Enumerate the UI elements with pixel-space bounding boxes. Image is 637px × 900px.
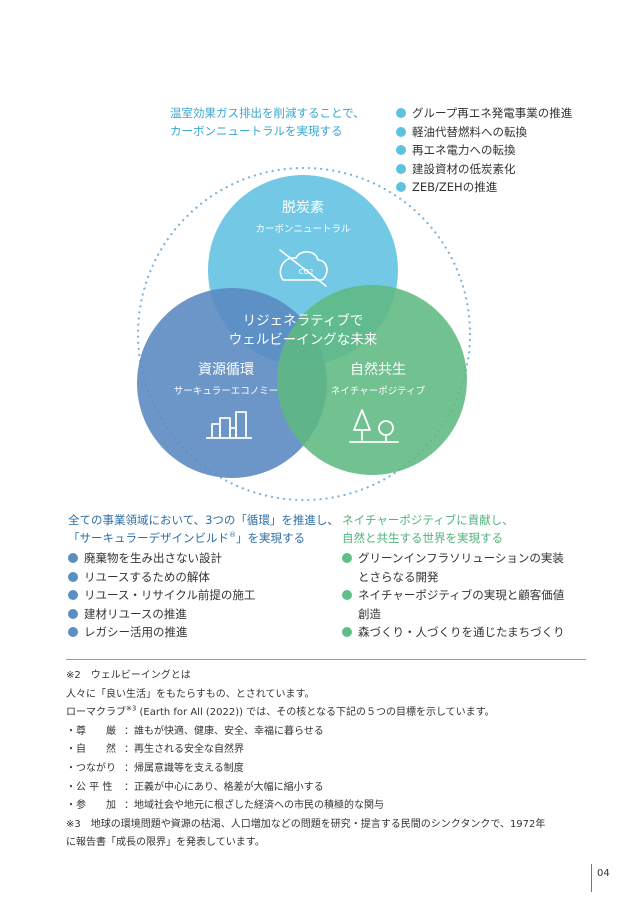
section-divider xyxy=(66,659,586,660)
list-item-line: グリーンインフラソリューションの実装 xyxy=(358,551,564,565)
co2-icon-label: CO2 xyxy=(299,268,314,276)
goal-desc: ：正義が中心にあり、格差が大幅に縮小する xyxy=(124,781,324,793)
page-number-rule xyxy=(591,864,592,892)
center-title-line2: ウェルビーイングな未来 xyxy=(229,332,378,348)
goal-row: ・つながり ：帰属意識等を支える制度 xyxy=(66,760,596,779)
top-lead: 温室効果ガス排出を削減することで、 カーボンニュートラルを実現する xyxy=(170,104,365,140)
list-item-line: ネイチャーポジティブの実現と顧客価値 xyxy=(358,588,565,603)
goal-row: ・公 平 性 ：正義が中心にあり、格差が大幅に縮小する xyxy=(66,779,596,798)
lead-text: 」を推進し、 xyxy=(269,513,339,527)
goal-row: ・参 加 ：地域社会や地元に根ざした経済への市民の積極的な関与 xyxy=(66,797,596,816)
nature-lead-line: 自然と共生する世界を実現する xyxy=(342,531,503,545)
decarbonization-list: グループ再エネ発電事業の推進 軽油代替燃料への転換 再エネ電力への転換 建設資材… xyxy=(396,104,572,197)
decarbonization-title: 脱炭素 xyxy=(282,200,324,216)
note-text: (Earth for All (2022)) では、その核となる下記の５つの目標… xyxy=(136,707,495,719)
lead-text: 全ての事業領域において、3つの「 xyxy=(68,513,247,527)
list-item: 建材リユースの推進 xyxy=(68,605,255,624)
goal-term: ・尊 厳 xyxy=(66,725,116,737)
resource-circulation-title: 資源循環 xyxy=(198,362,254,378)
circulation-lead: 全ての事業領域において、3つの「循環」を推進し、 「サーキュラーデザインビルド®… xyxy=(68,511,339,547)
nature-lead: ネイチャーポジティブに貢献し、 自然と共生する世界を実現する xyxy=(342,511,514,547)
lead-text: 」を実現する xyxy=(236,531,305,545)
note-superscript: ※3 xyxy=(126,704,137,713)
note-line: 人々に「良い生活」をもたらすもの、とされています。 xyxy=(66,688,315,700)
list-item: 森づくり・人づくりを通じたまちづくり xyxy=(342,623,565,642)
goal-row: ・自 然 ：再生される安全な自然界 xyxy=(66,741,596,760)
list-item: 建設資材の低炭素化 xyxy=(396,160,572,179)
goal-row: ・尊 厳 ：誰もが快適、健康、安全、幸福に暮らせる xyxy=(66,723,596,742)
resource-circulation-subtitle: サーキュラーエコノミー xyxy=(174,386,279,397)
list-item: グリーンインフラソリューションの実装とさらなる開発 xyxy=(342,549,565,586)
circulation-lead-line1: 全ての事業領域において、3つの「循環」を推進し、 xyxy=(68,511,339,529)
note-line: に報告書「成長の限界」を発表しています。 xyxy=(66,837,265,849)
goal-term: ・公 平 性 xyxy=(66,781,113,793)
co2-icon xyxy=(279,249,328,287)
goal-term: ・自 然 xyxy=(66,744,116,756)
list-item: レガシー活用の推進 xyxy=(68,623,255,642)
footnotes: ※2 ウェルビーイングとは 人々に「良い生活」をもたらすもの、とされています。 … xyxy=(66,667,596,853)
nature-coexistence-title: 自然共生 xyxy=(350,361,406,378)
goal-term: ・参 加 xyxy=(66,800,116,812)
list-item: グループ再エネ発電事業の推進 xyxy=(396,104,572,123)
circulation-list: 廃棄物を生み出さない設計 リユースするための解体 リユース・リサイクル前提の施工… xyxy=(68,549,255,642)
circulation-lead-line2: 「サーキュラーデザインビルド®」を実現する xyxy=(68,529,339,547)
goal-desc: ：誰もが快適、健康、安全、幸福に暮らせる xyxy=(124,725,324,737)
outer-dotted-ring xyxy=(136,166,472,502)
top-lead-line: カーボンニュートラルを実現する xyxy=(170,124,343,138)
goal-desc: ：再生される安全な自然界 xyxy=(124,744,244,756)
goal-desc: ：帰属意識等を支える制度 xyxy=(124,762,244,774)
list-item: 廃棄物を生み出さない設計 xyxy=(68,549,255,568)
list-item: ZEB/ZEHの推進 xyxy=(396,178,572,197)
top-lead-line: 温室効果ガス排出を削減することで、 xyxy=(170,106,365,120)
list-item: 再エネ電力への転換 xyxy=(396,141,572,160)
list-item: ネイチャーポジティブの実現と顧客価値創造 xyxy=(342,586,565,623)
note-line: ※3 地球の環境問題や資源の枯渇、人口増加などの問題を研究・提言する民間のシンク… xyxy=(66,818,546,830)
list-item: リユース・リサイクル前提の施工 xyxy=(68,586,255,605)
resource-circulation-circle xyxy=(137,288,327,478)
center-title-line1: リジェネラティブで xyxy=(243,312,364,329)
note-heading: ※2 ウェルビーイングとは xyxy=(66,670,191,681)
lead-text: 「サーキュラーデザインビルド xyxy=(68,531,229,545)
lead-emphasis: 循環 xyxy=(246,513,270,527)
note-line: ローマクラブ※3 (Earth for All (2022)) では、その核とな… xyxy=(66,704,596,723)
note-text: ローマクラブ xyxy=(66,707,126,719)
list-item-line: 創造 xyxy=(358,606,381,621)
nature-coexistence-subtitle: ネイチャーポジティブ xyxy=(331,385,426,397)
list-item-line: 森づくり・人づくりを通じたまちづくり xyxy=(358,625,565,640)
list-item: リユースするための解体 xyxy=(68,568,255,587)
decarbonization-subtitle: カーボンニュートラル xyxy=(255,224,351,235)
page-number: 04 xyxy=(597,868,610,879)
nature-lead-line: ネイチャーポジティブに貢献し、 xyxy=(342,513,514,527)
list-item-line: とさらなる開発 xyxy=(358,569,439,584)
registered-mark: ® xyxy=(229,531,236,540)
nature-list: グリーンインフラソリューションの実装とさらなる開発 ネイチャーポジティブの実現と… xyxy=(342,549,565,642)
list-item: 軽油代替燃料への転換 xyxy=(396,123,572,142)
buildings-icon xyxy=(206,411,252,439)
goal-term: ・つながり xyxy=(66,762,116,774)
goal-desc: ：地域社会や地元に根ざした経済への市民の積極的な関与 xyxy=(124,800,384,812)
venn-diagram: 脱炭素 カーボンニュートラル CO2 リジェネラティブで ウェルビーイングな未来… xyxy=(136,166,472,502)
nature-coexistence-circle xyxy=(277,285,467,475)
trees-icon xyxy=(349,409,399,443)
